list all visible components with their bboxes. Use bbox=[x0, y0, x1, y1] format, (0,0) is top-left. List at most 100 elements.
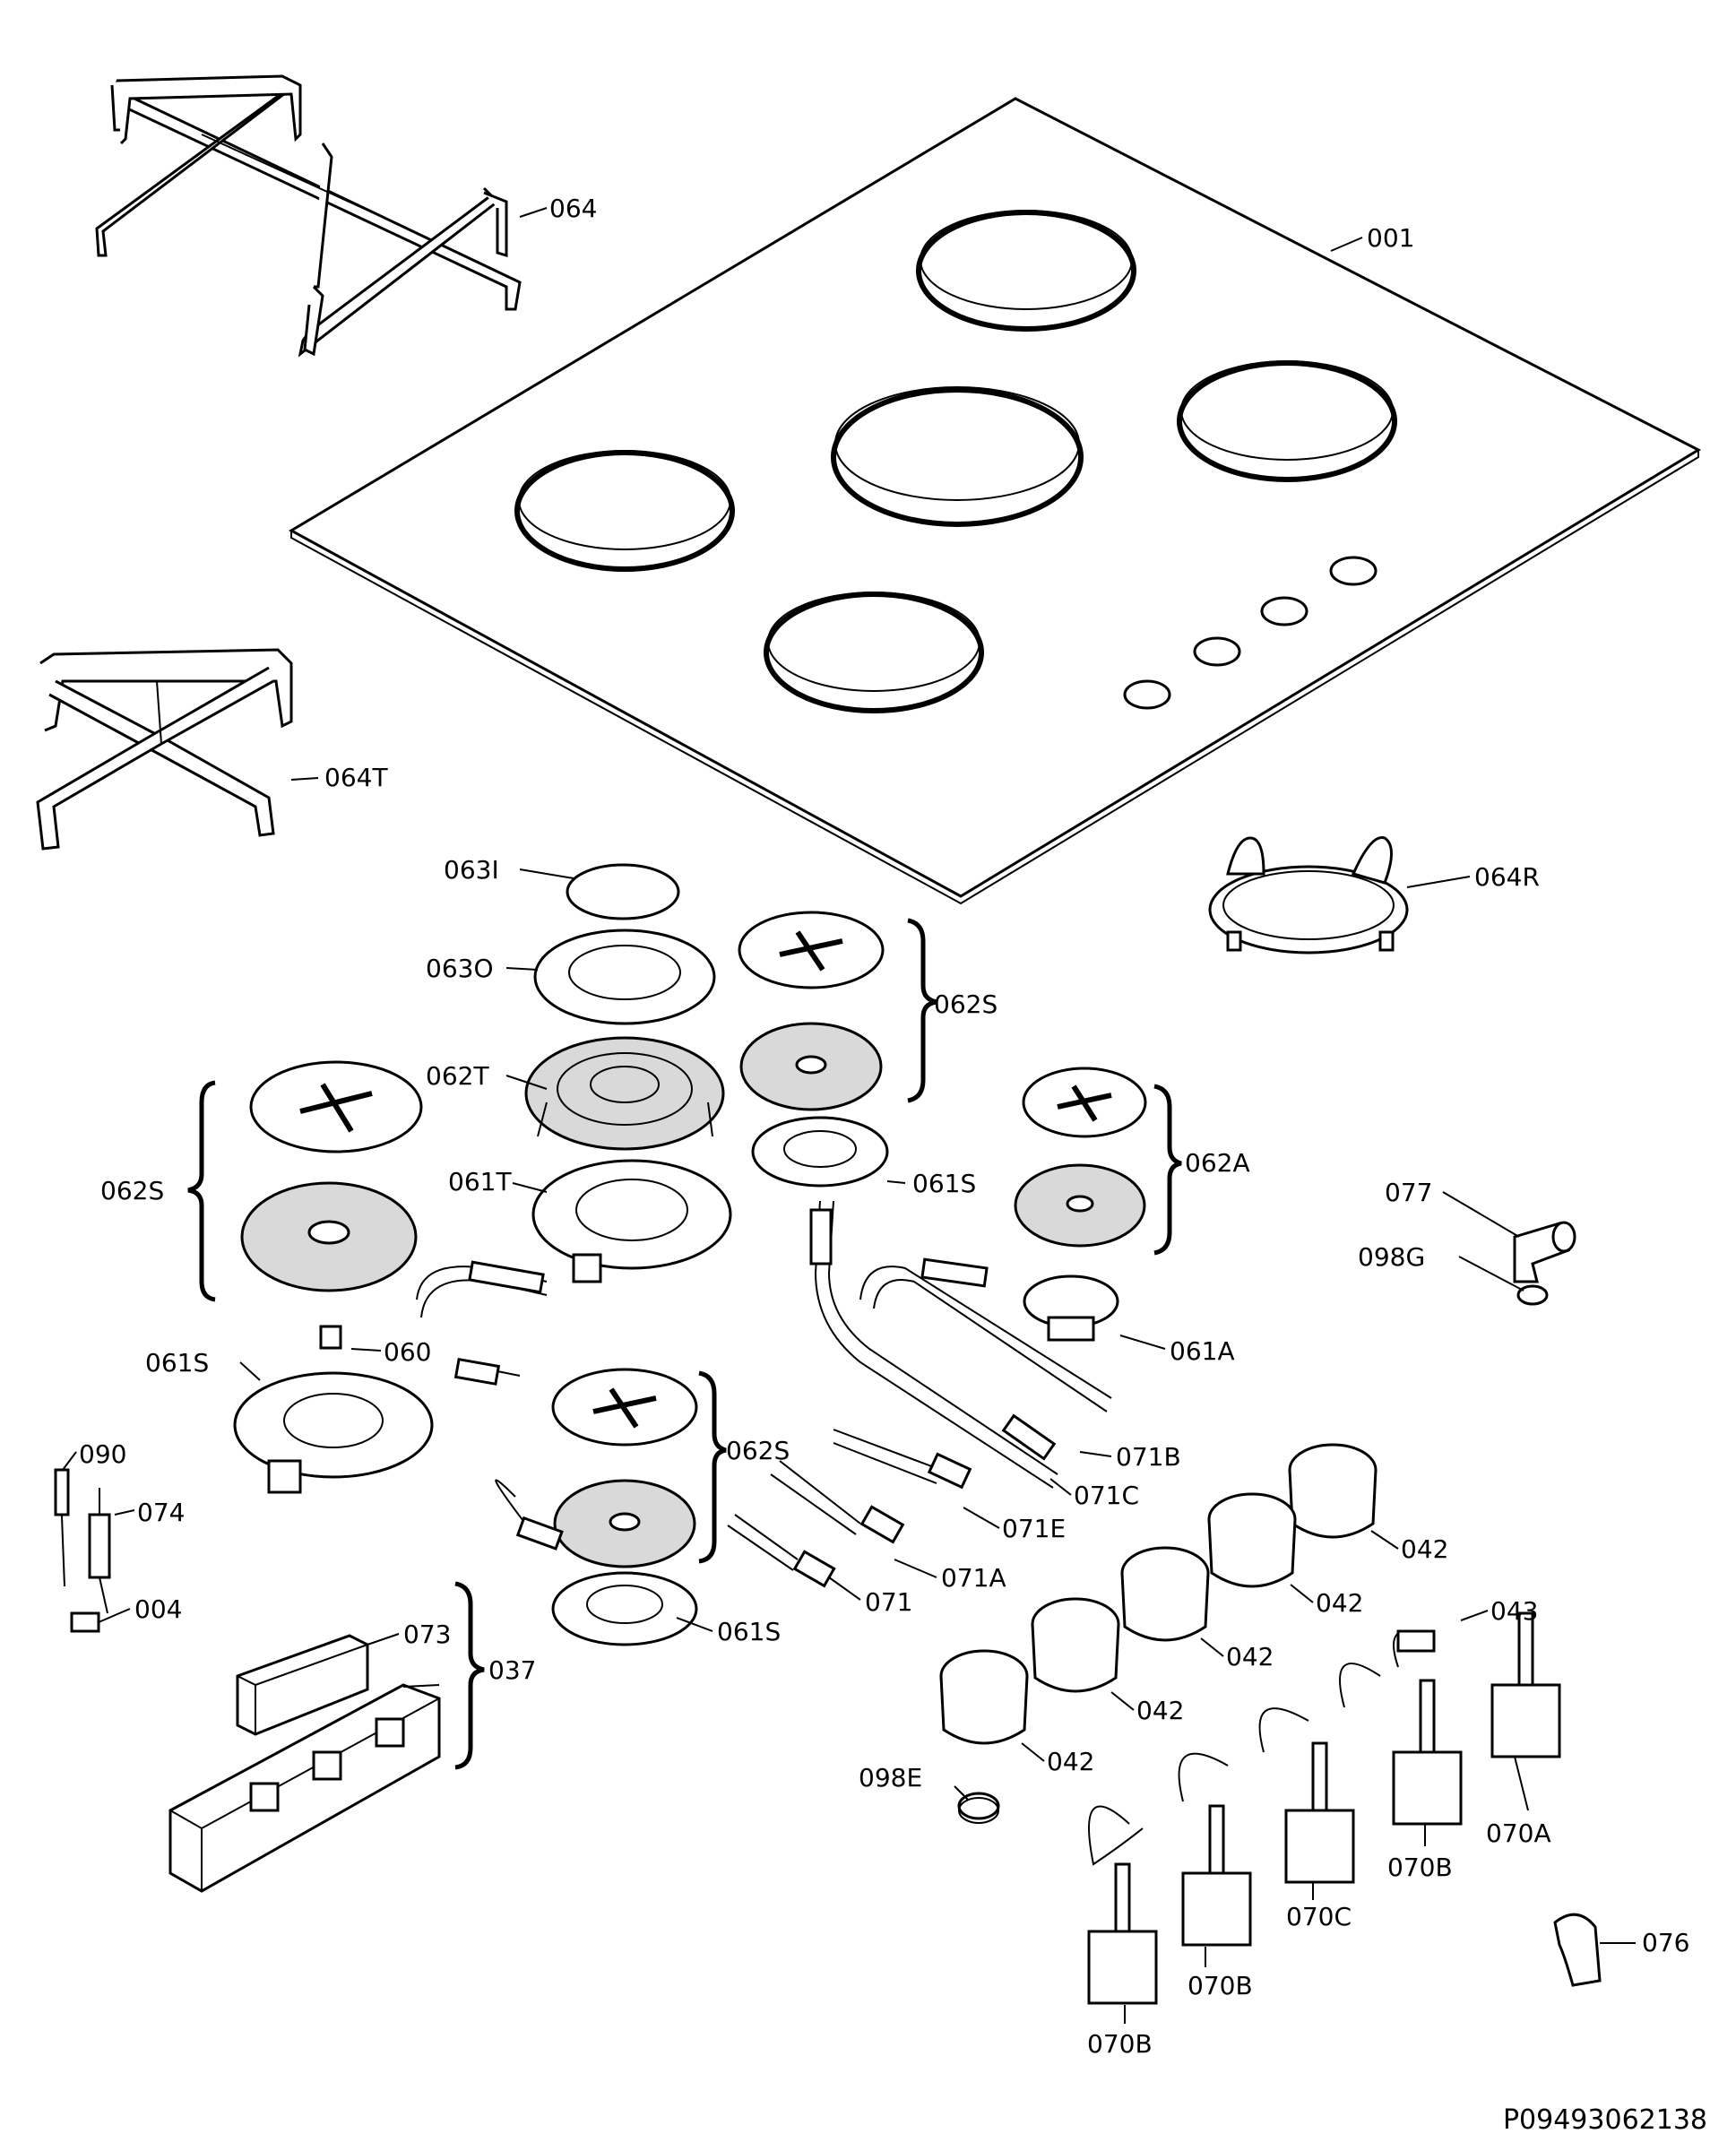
burner-cap-small bbox=[1022, 1067, 1147, 1138]
label-061T: 061T bbox=[448, 1167, 512, 1196]
label-061A: 061A bbox=[1170, 1336, 1235, 1366]
label-071B: 071B bbox=[1116, 1442, 1181, 1472]
label-062S: 062S bbox=[934, 989, 998, 1019]
group-bracket bbox=[1153, 1084, 1182, 1256]
burner-hole bbox=[764, 592, 984, 713]
control-knob bbox=[1288, 1443, 1378, 1539]
label-098G: 098G bbox=[1358, 1242, 1425, 1272]
label-062S: 062S bbox=[726, 1436, 790, 1465]
label-064T: 064T bbox=[324, 763, 388, 792]
label-062T: 062T bbox=[426, 1061, 489, 1091]
label-070B: 070B bbox=[1387, 1853, 1453, 1882]
label-063O: 063O bbox=[426, 954, 493, 983]
label-061S: 061S bbox=[912, 1169, 976, 1198]
gas-valve bbox=[1087, 1862, 1158, 2005]
burner-base bbox=[551, 1571, 698, 1646]
label-070A: 070A bbox=[1486, 1818, 1551, 1848]
hob-top-plate bbox=[288, 97, 1702, 905]
label-098E: 098E bbox=[859, 1763, 922, 1792]
label-042: 042 bbox=[1316, 1588, 1363, 1618]
label-062A: 062A bbox=[1185, 1148, 1250, 1178]
label-076: 076 bbox=[1642, 1928, 1689, 1957]
control-knob bbox=[1120, 1546, 1210, 1642]
pan-support-double bbox=[95, 74, 522, 358]
gas-valve bbox=[1284, 1741, 1355, 1884]
burner-hole bbox=[916, 210, 1136, 332]
burner-cap-large bbox=[249, 1060, 423, 1153]
spark-generator bbox=[236, 1634, 369, 1736]
clip bbox=[70, 1611, 100, 1633]
label-070B: 070B bbox=[1087, 2029, 1153, 2059]
burner-base-small bbox=[1023, 1274, 1119, 1342]
injector bbox=[319, 1325, 342, 1350]
label-061S: 061S bbox=[145, 1348, 209, 1378]
gas-pipes bbox=[416, 1200, 1112, 1588]
control-knob bbox=[939, 1649, 1029, 1745]
label-071A: 071A bbox=[941, 1563, 1006, 1593]
group-bracket bbox=[187, 1080, 216, 1302]
ignition-module bbox=[168, 1683, 441, 1893]
flame-spreader-large bbox=[240, 1181, 418, 1292]
trivet-ring bbox=[1208, 836, 1409, 955]
flame-spreader bbox=[553, 1479, 696, 1568]
inner-cap bbox=[566, 863, 680, 920]
label-074: 074 bbox=[137, 1498, 185, 1527]
thermocouple bbox=[54, 1468, 70, 1587]
knob-hole bbox=[1193, 636, 1241, 667]
ignition-electrode bbox=[88, 1488, 111, 1614]
label-071E: 071E bbox=[1002, 1514, 1066, 1543]
label-070C: 070C bbox=[1286, 1902, 1352, 1931]
gas-valve bbox=[1181, 1804, 1252, 1947]
leader-lines bbox=[62, 207, 1636, 2024]
group-bracket bbox=[454, 1581, 485, 1770]
label-077: 077 bbox=[1385, 1178, 1432, 1207]
triple-burner-base bbox=[531, 1159, 732, 1283]
knob-hole bbox=[1329, 556, 1378, 586]
label-064R: 064R bbox=[1474, 862, 1540, 892]
triple-crown-burner bbox=[524, 1036, 725, 1151]
label-060: 060 bbox=[384, 1337, 431, 1367]
valve-clip bbox=[1553, 1913, 1602, 1987]
label-071: 071 bbox=[865, 1587, 912, 1617]
flame-spreader-small bbox=[1014, 1163, 1146, 1248]
burner-hole bbox=[1177, 360, 1397, 482]
thermocouple-wires bbox=[1088, 1629, 1436, 1866]
label-070B: 070B bbox=[1188, 1971, 1253, 2000]
knob-hole bbox=[1260, 596, 1308, 626]
burner-hole bbox=[831, 386, 1084, 527]
burner-cap bbox=[551, 1368, 698, 1447]
control-knob bbox=[1031, 1597, 1120, 1693]
burner-hole bbox=[514, 450, 735, 572]
flame-spreader bbox=[739, 1022, 883, 1111]
label-042: 042 bbox=[1401, 1534, 1448, 1564]
reference-code: P09493062138 bbox=[1503, 2104, 1707, 2136]
label-064: 064 bbox=[549, 194, 597, 223]
outer-cap-ring bbox=[533, 929, 716, 1025]
label-042: 042 bbox=[1047, 1747, 1094, 1776]
label-043: 043 bbox=[1490, 1596, 1538, 1626]
label-062S: 062S bbox=[100, 1176, 164, 1205]
burner-base bbox=[233, 1371, 434, 1494]
label-073: 073 bbox=[403, 1620, 451, 1649]
pan-support-single bbox=[36, 648, 293, 851]
label-042: 042 bbox=[1136, 1696, 1184, 1725]
label-063I: 063I bbox=[444, 855, 499, 885]
label-061S: 061S bbox=[717, 1617, 781, 1646]
control-knob bbox=[1207, 1492, 1297, 1588]
label-042: 042 bbox=[1226, 1642, 1274, 1672]
label-090: 090 bbox=[79, 1439, 126, 1469]
label-071C: 071C bbox=[1074, 1481, 1139, 1510]
gas-valve bbox=[1392, 1679, 1463, 1826]
burner-base bbox=[751, 1116, 889, 1188]
group-bracket bbox=[907, 918, 937, 1103]
knob-hole bbox=[1123, 679, 1171, 710]
seal-ring bbox=[1516, 1284, 1549, 1306]
elbow-connector bbox=[1513, 1221, 1576, 1283]
burner-cap bbox=[738, 911, 885, 989]
label-037: 037 bbox=[488, 1655, 536, 1685]
group-bracket bbox=[698, 1370, 727, 1564]
knob-spring bbox=[957, 1792, 1000, 1824]
gas-valve bbox=[1490, 1611, 1561, 1758]
label-004: 004 bbox=[134, 1594, 182, 1624]
